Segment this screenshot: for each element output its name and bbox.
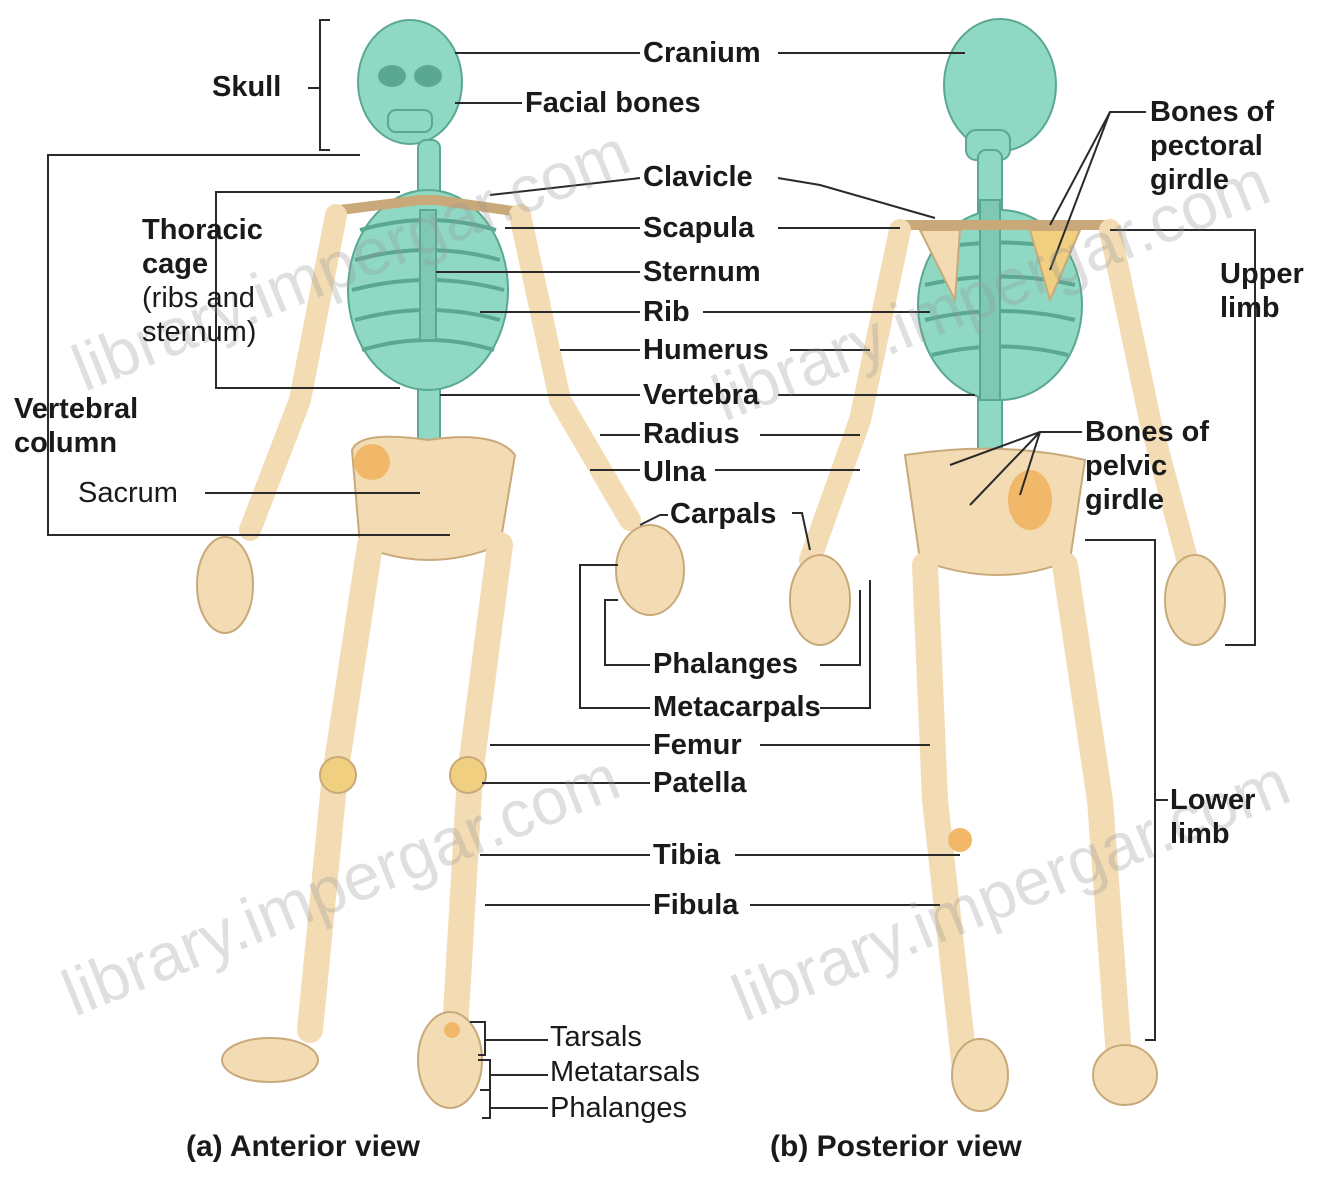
label-patella: Patella: [653, 766, 747, 800]
label-metatarsals: Metatarsals: [550, 1055, 700, 1089]
thoracic-line-3: (ribs and: [142, 281, 263, 315]
label-sternum: Sternum: [643, 255, 761, 289]
pelvic-line-3: girdle: [1085, 483, 1209, 517]
label-sacrum: Sacrum: [78, 476, 178, 510]
pectoral-line-1: Bones of: [1150, 95, 1274, 129]
upper-limb-line-2: limb: [1220, 291, 1304, 325]
label-tarsals: Tarsals: [550, 1020, 642, 1054]
label-thoracic-cage: Thoracic cage (ribs and sternum): [142, 213, 263, 349]
label-phalanges-foot: Phalanges: [550, 1091, 687, 1125]
label-radius: Radius: [643, 417, 740, 451]
label-rib: Rib: [643, 295, 690, 329]
label-scapula: Scapula: [643, 211, 754, 245]
vertebral-line-2: column: [14, 426, 138, 460]
pectoral-line-3: girdle: [1150, 163, 1274, 197]
pelvic-line-1: Bones of: [1085, 415, 1209, 449]
label-tibia: Tibia: [653, 838, 720, 872]
caption-posterior-view: (b) Posterior view: [770, 1130, 1022, 1164]
label-humerus: Humerus: [643, 333, 769, 367]
label-phalanges-hand: Phalanges: [653, 647, 798, 681]
label-metacarpals: Metacarpals: [653, 690, 821, 724]
lower-limb-line-1: Lower: [1170, 783, 1255, 817]
upper-limb-line-1: Upper: [1220, 257, 1304, 291]
label-carpals: Carpals: [670, 497, 776, 531]
label-clavicle: Clavicle: [643, 160, 753, 194]
thoracic-line-1: Thoracic: [142, 213, 263, 247]
label-vertebral-column: Vertebral column: [14, 392, 138, 460]
thoracic-line-4: sternum): [142, 315, 263, 349]
lower-limb-line-2: limb: [1170, 817, 1255, 851]
label-femur: Femur: [653, 728, 742, 762]
label-skull: Skull: [212, 70, 281, 104]
label-fibula: Fibula: [653, 888, 738, 922]
thoracic-line-2: cage: [142, 247, 263, 281]
label-pelvic-girdle: Bones of pelvic girdle: [1085, 415, 1209, 517]
vertebral-line-1: Vertebral: [14, 392, 138, 426]
caption-anterior-view: (a) Anterior view: [186, 1130, 420, 1164]
label-vertebra: Vertebra: [643, 378, 759, 412]
label-pectoral-girdle: Bones of pectoral girdle: [1150, 95, 1274, 197]
pelvic-line-2: pelvic: [1085, 449, 1209, 483]
pectoral-line-2: pectoral: [1150, 129, 1274, 163]
label-upper-limb: Upper limb: [1220, 257, 1304, 325]
label-lower-limb: Lower limb: [1170, 783, 1255, 851]
label-ulna: Ulna: [643, 455, 706, 489]
label-cranium: Cranium: [643, 36, 761, 70]
label-facial-bones: Facial bones: [525, 86, 701, 120]
